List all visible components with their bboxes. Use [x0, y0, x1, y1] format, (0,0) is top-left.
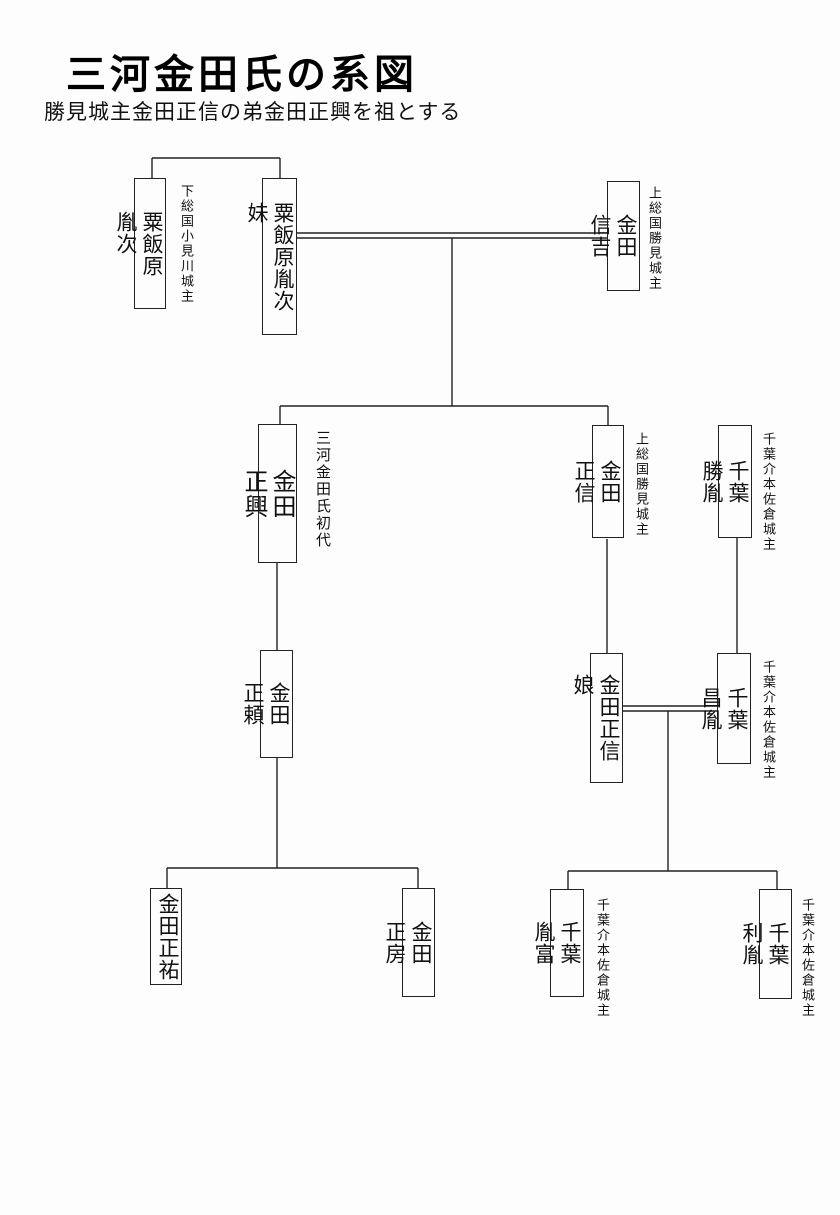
- person-name: 金田 正房: [383, 920, 433, 965]
- person-box-kaneda-nobuyoshi: 金田 信吉: [588, 181, 640, 291]
- person-name: 金田 正頼: [241, 682, 291, 726]
- person-note: 上総国勝見城主: [646, 186, 661, 291]
- person-note: 千葉介本佐倉城主: [760, 660, 775, 780]
- page-subtitle: 勝見城主金田正信の弟金田正興を祖とする: [44, 100, 462, 124]
- person-note: 千葉介本佐倉城主: [760, 432, 775, 552]
- person-name: 金田正信 娘: [571, 674, 621, 762]
- person-note: 千葉介本佐倉城主: [799, 898, 814, 1018]
- person-name: 千葉 勝胤: [700, 459, 750, 504]
- person-box-kaneda-masanobu: 金田 正信: [572, 425, 624, 538]
- person-box-chiba-masatane: 千葉 昌胤: [699, 653, 751, 764]
- person-box-kuribara-tanetsugu: 粟飯原 胤次: [114, 178, 166, 309]
- person-box-kaneda-masayori: 金田 正頼: [241, 650, 293, 758]
- person-box-kaneda-masanobu-musume: 金田正信 娘: [571, 653, 623, 783]
- person-name: 千葉 昌胤: [699, 686, 749, 731]
- person-name: 粟飯原 胤次: [114, 210, 164, 277]
- person-note: 千葉介本佐倉城主: [594, 898, 609, 1018]
- person-name: 千葉 胤富: [532, 921, 582, 965]
- person-name: 粟飯原胤次 妹: [245, 201, 295, 312]
- person-box-kaneda-masafusa: 金田 正房: [383, 888, 435, 997]
- person-name: 金田 正興: [240, 468, 296, 519]
- person-box-kaneda-masasuke: 金田正祐: [150, 888, 182, 985]
- person-name: 千葉 利胤: [740, 922, 790, 966]
- person-note: 上総国勝見城主: [633, 432, 648, 537]
- person-note: 三河金田氏初代: [314, 430, 332, 549]
- person-box-chiba-katsutane: 千葉 勝胤: [700, 425, 752, 538]
- person-box-chiba-toshitane: 千葉 利胤: [740, 889, 792, 999]
- person-name: 金田 信吉: [588, 214, 638, 258]
- person-name: 金田 正信: [572, 459, 622, 504]
- person-box-kaneda-masaoki: 金田 正興: [240, 424, 297, 563]
- page-title: 三河金田氏の系図: [66, 52, 418, 98]
- person-note: 下総国小見川城主: [178, 184, 193, 304]
- person-box-kuribara-imouto: 粟飯原胤次 妹: [245, 178, 297, 335]
- person-box-chiba-tanetomi: 千葉 胤富: [532, 889, 584, 997]
- person-name: 金田正祐: [156, 892, 180, 981]
